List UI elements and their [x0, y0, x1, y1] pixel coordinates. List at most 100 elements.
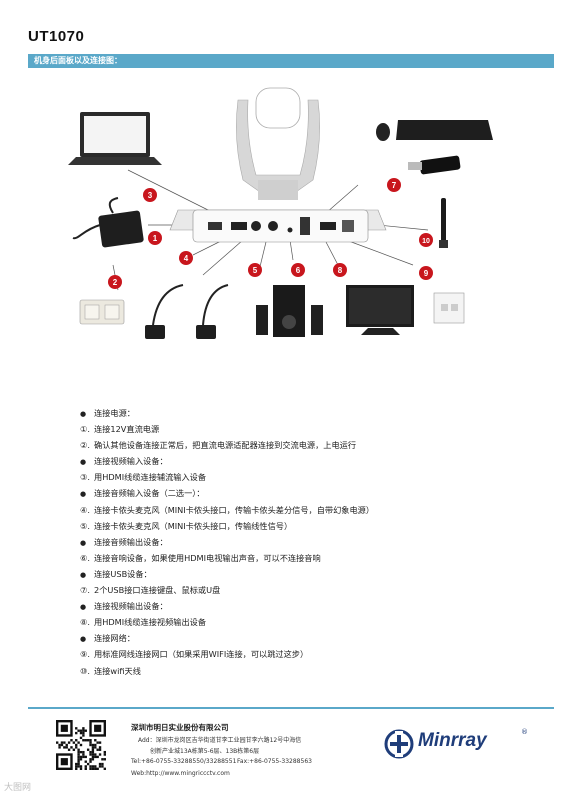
instruction-heading: ● 连接视频输出设备： [80, 598, 540, 614]
instruction-text: 连接音频输入设备（二选一）： [94, 488, 205, 499]
power-adapter-icon [72, 197, 144, 248]
watermark: 大图网 [4, 783, 32, 793]
instruction-marker: ⑧. [80, 617, 90, 628]
svg-text:8: 8 [338, 266, 343, 275]
model-title: UT1070 [28, 28, 85, 45]
instruction-marker: ● [80, 538, 87, 547]
registered-mark: ® [521, 728, 528, 736]
instruction-text: 连接电源： [94, 408, 135, 418]
instruction-text: 连接wifi天线 [94, 665, 141, 676]
svg-text:5: 5 [253, 266, 258, 275]
instruction-text: 连接视频输入设备： [94, 456, 168, 467]
instruction-marker: ⑨. [80, 649, 90, 660]
instruction-marker: ● [80, 635, 87, 644]
minrray-logo-icon [384, 729, 414, 759]
instruction-text: 连接卡侬头麦克风（MINI卡侬头接口，传输卡侬头差分信号，自带幻象电源） [94, 504, 375, 515]
instruction-text: 连接视频输出设备： [94, 601, 168, 612]
camera-icon [169, 87, 387, 243]
instruction-text: 确认其他设备连接正常后，把直流电源适配器连接到交流电源，上电运行 [94, 440, 357, 451]
instruction-marker: ③. [80, 472, 90, 483]
connection-instructions: ● 连接电源： ①. 连接12V直流电源 ②. 确认其他设备连接正常后，把直流电源适配器连… [80, 405, 540, 679]
instruction-text: 连接音频输出设备： [94, 536, 168, 547]
instruction-step: ①. 连接12V直流电源 [80, 421, 540, 437]
instruction-marker: ①. [80, 424, 90, 435]
brand-logo: Minrray [418, 730, 487, 751]
callouts: 1 2 3 4 5 6 7 8 9 10 [108, 178, 433, 289]
instruction-marker: ● [80, 410, 87, 418]
instruction-step: ⑨. 用标准网线连接网口（如果采用WIFI连接，可以跳过这步） [80, 646, 540, 662]
instruction-marker: ● [80, 490, 87, 499]
callout-5: 5 [248, 263, 262, 277]
instruction-marker: ⑤. [80, 520, 90, 531]
section-banner-text: 机身后面板以及连接图： [34, 56, 122, 65]
instruction-text: 连接卡侬头麦克风（MINI卡侬头接口，传输线性信号） [94, 520, 293, 531]
instruction-step: ⑥. 连接音响设备，如果使用HDMI电视输出声音，可以不连接音响 [80, 550, 540, 566]
instruction-text: 连接音响设备，如果使用HDMI电视输出声音，可以不连接音响 [94, 552, 321, 563]
instruction-marker: ⑩. [80, 665, 90, 676]
callout-4: 4 [179, 251, 193, 265]
callout-9: 9 [419, 266, 433, 280]
instruction-step: ④. 连接卡侬头麦克风（MINI卡侬头接口，传输卡侬头差分信号，自带幻象电源） [80, 502, 540, 518]
connection-diagram: 1 2 3 4 5 6 7 8 9 10 [68, 87, 493, 339]
svg-text:4: 4 [184, 254, 189, 263]
instruction-step: ⑦. 2个USB接口连接键盘、鼠标或U盘 [80, 582, 540, 598]
instruction-text: 用HDMI线缆连接辅流输入设备 [94, 472, 207, 483]
microphone-icon [145, 284, 184, 339]
svg-text:6: 6 [296, 266, 301, 275]
website-link[interactable]: Web:http://www.mingriccctv.com [131, 770, 230, 777]
footer-divider [28, 707, 554, 709]
instruction-marker: ⑦. [80, 585, 90, 596]
speaker-icon [256, 285, 323, 337]
instruction-heading: ● 连接网络： [80, 630, 540, 646]
instruction-step: ⑩. 连接wifi天线 [80, 663, 540, 679]
instruction-step: ③. 用HDMI线缆连接辅流输入设备 [80, 469, 540, 485]
callout-label: 1 [153, 234, 158, 243]
instruction-marker: ②. [80, 440, 90, 451]
instruction-marker: ● [80, 570, 87, 579]
microphone-icon-2 [196, 284, 229, 339]
instruction-text: 用HDMI线缆连接视频输出设备 [94, 617, 207, 628]
fax: Fax:+86-0755-33288563 [237, 758, 312, 765]
instruction-marker: ⑥. [80, 552, 90, 563]
instruction-heading: ● 连接音频输出设备： [80, 534, 540, 550]
address-line-2: 创新产业城13A栋第5-6层、13B栋第6层 [150, 748, 260, 755]
svg-text:9: 9 [424, 269, 429, 278]
antenna-icon [439, 198, 448, 248]
instruction-marker: ④. [80, 504, 90, 515]
svg-text:10: 10 [422, 238, 430, 245]
callout-7: 7 [387, 178, 401, 192]
instruction-text: 连接USB设备： [94, 568, 152, 579]
instruction-marker: ● [80, 603, 87, 612]
section-banner [28, 54, 554, 68]
network-socket-icon [433, 292, 465, 324]
instruction-heading: ● 连接USB设备： [80, 566, 540, 582]
instruction-text: 用标准网线连接网口（如果采用WIFI连接，可以跳过这步） [94, 649, 309, 660]
instruction-step: ②. 确认其他设备连接正常后，把直流电源适配器连接到交流电源，上电运行 [80, 437, 540, 453]
keyboard-icon [376, 120, 493, 141]
svg-text:2: 2 [113, 278, 118, 287]
callout-8: 8 [333, 263, 347, 277]
instruction-marker: ● [80, 458, 87, 467]
instruction-heading: ● 连接音频输入设备（二选一）： [80, 485, 540, 501]
instruction-step: ⑧. 用HDMI线缆连接视频输出设备 [80, 614, 540, 630]
laptop-icon [68, 112, 162, 165]
instruction-heading: ● 连接视频输入设备： [80, 453, 540, 469]
callout-6: 6 [291, 263, 305, 277]
qr-code-icon [56, 720, 106, 770]
callout-2: 2 [108, 275, 122, 289]
callout-3: 3 [143, 188, 157, 202]
instruction-text: 连接12V直流电源 [94, 424, 160, 435]
callout-10: 10 [419, 233, 433, 247]
callout-1: 1 [148, 231, 162, 245]
telephone: Tel:+86-0755-33288550/33288551 [131, 758, 237, 765]
instruction-text: 连接网络： [94, 633, 135, 644]
monitor-icon [346, 285, 414, 335]
usb-drive-icon [408, 155, 461, 175]
svg-text:7: 7 [392, 181, 397, 190]
instruction-text: 2个USB接口连接键盘、鼠标或U盘 [94, 585, 221, 596]
svg-text:3: 3 [148, 191, 153, 200]
wall-socket-icon [79, 299, 125, 325]
instruction-step: ⑤. 连接卡侬头麦克风（MINI卡侬头接口，传输线性信号） [80, 518, 540, 534]
address-line-1: Add：深圳市龙岗区吉华街道甘李工业园甘李六路12号中海信 [138, 737, 302, 744]
instruction-heading: ● 连接电源： [80, 405, 540, 421]
